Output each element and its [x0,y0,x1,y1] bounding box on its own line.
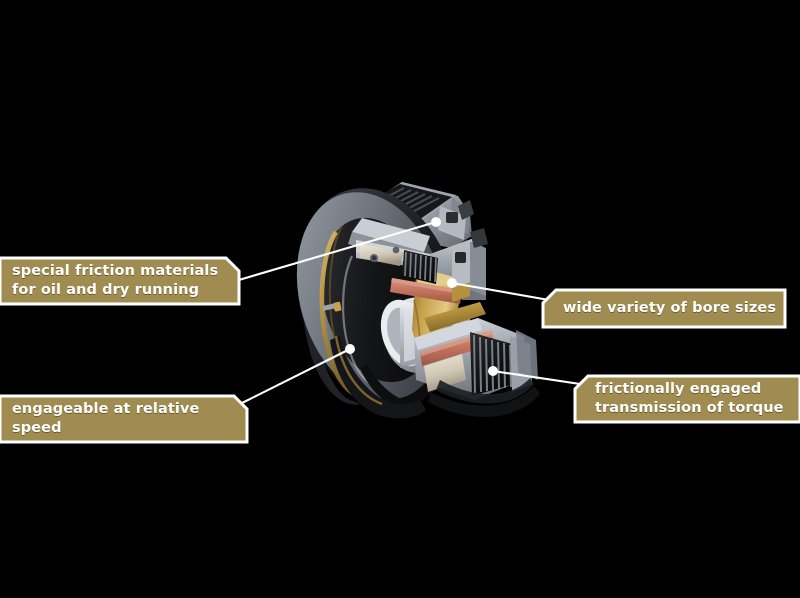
callout-shape [0,256,241,306]
leader-endpoint-dot [345,344,355,354]
disc-front-rim-lower [330,335,426,419]
leader-endpoint-dot [431,217,441,227]
leader-line [451,281,550,302]
leader-endpoint-dot [488,366,498,376]
callout-shape [0,394,249,444]
callout-line: engageable at relative [12,400,200,417]
callout-line: speed [12,419,62,436]
callout-line: for oil and dry running [12,281,200,298]
callout-wide-variety-of-bore-sizes[interactable]: wide variety of bore sizes [543,290,785,327]
callout-special-friction-materials[interactable]: special friction materials for oil and d… [0,258,239,304]
lower-actuator-assembly [360,302,540,417]
leader-endpoint-dot [447,278,457,288]
callout-line: transmission of torque [595,399,784,416]
callout-engageable-at-relative-speed[interactable]: engageable at relative speed [0,396,247,442]
callout-line: frictionally engaged [595,380,762,397]
leader-line [492,369,581,386]
callout-shape [573,374,800,424]
callout-line: special friction materials [12,262,219,279]
callout-frictionally-engaged-transmission-of-torque[interactable]: frictionally engaged transmission of tor… [575,376,800,422]
leader-line [239,348,351,405]
upper-actuator-assembly [356,228,488,304]
disc-pin [322,301,342,312]
callout-line: wide variety of bore sizes [563,299,777,316]
leader-line [231,220,437,284]
callout-shape [541,288,787,329]
